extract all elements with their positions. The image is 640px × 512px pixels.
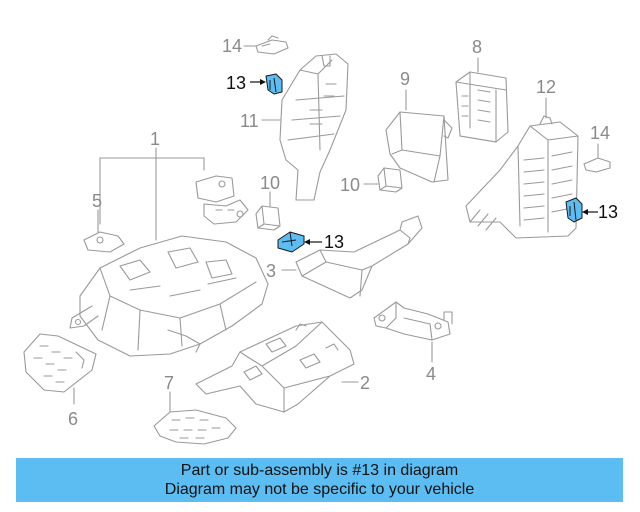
- part-13-clip-middle: [277, 231, 305, 253]
- callout-10-right: 10: [340, 175, 361, 195]
- part-9-module: [385, 89, 453, 183]
- callout-1: 1: [150, 129, 161, 149]
- callout-6: 6: [68, 409, 79, 429]
- part-8-relay-block: [455, 57, 509, 143]
- callout-13-right: 13: [598, 202, 619, 222]
- callout-4: 4: [426, 364, 437, 384]
- callout-14-right: 14: [590, 123, 611, 143]
- parts-diagram: [23, 35, 611, 445]
- callout-8: 8: [472, 37, 483, 57]
- part-7-connector-plate: [153, 391, 237, 445]
- part-14-clip-top: [243, 35, 289, 55]
- part-2-tray: [195, 321, 359, 413]
- banner-line-1: Part or sub-assembly is #13 in diagram: [180, 462, 459, 479]
- part-14-clip-right: [583, 143, 611, 173]
- part-12-fuse-box: [465, 97, 579, 239]
- part-10-relay-right: [363, 167, 403, 193]
- callout-11: 11: [240, 111, 259, 131]
- callout-9: 9: [400, 69, 411, 89]
- part-5-bracket: [83, 209, 125, 253]
- callout-12: 12: [536, 77, 557, 97]
- part-6-connector-plate: [23, 333, 97, 405]
- part-11-bracket: [261, 53, 349, 201]
- part-1-junction: [69, 147, 269, 357]
- leader-arrows-13: [250, 79, 598, 245]
- part-3-cover: [281, 215, 423, 299]
- part-4-bracket: [373, 301, 453, 363]
- info-banner: Part or sub-assembly is #13 in diagram D…: [16, 458, 623, 502]
- banner-line-2: Diagram may not be specific to your vehi…: [164, 481, 475, 498]
- callout-14-top: 14: [222, 36, 243, 56]
- part-13-clip-top: [265, 73, 283, 95]
- part-13-highlighted: [265, 73, 583, 253]
- callout-13-middle: 13: [324, 232, 345, 252]
- callout-10-left: 10: [260, 173, 281, 193]
- callout-3: 3: [266, 261, 277, 281]
- part-10-relay-left: [255, 191, 281, 231]
- callout-2: 2: [360, 373, 371, 393]
- callout-7: 7: [164, 373, 175, 393]
- part-13-clip-right: [565, 197, 583, 223]
- callout-5: 5: [92, 191, 103, 211]
- callout-13-top: 13: [226, 73, 247, 93]
